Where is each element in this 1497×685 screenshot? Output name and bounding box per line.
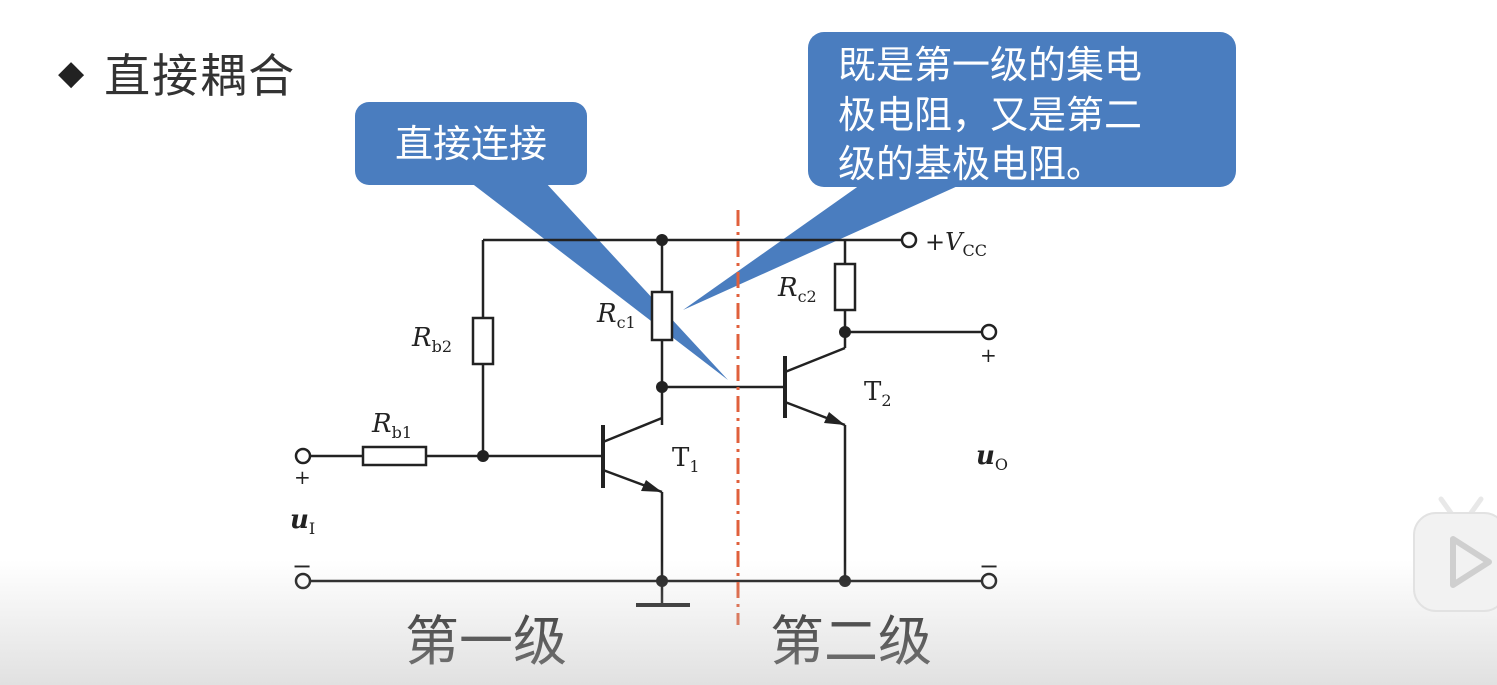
resistor-rb1 — [361, 445, 428, 467]
label-vcc: +VCC — [925, 228, 987, 260]
label-rc2: Rc2 — [777, 273, 817, 306]
slide-title-text: 直接耦合 — [104, 49, 297, 103]
label-rb1: Rb1 — [371, 409, 412, 442]
terminal-input-plus — [294, 447, 312, 465]
play-icon — [1413, 496, 1497, 612]
label-input-minus: − — [292, 552, 312, 580]
t1-emitter-arrow — [641, 480, 662, 492]
stage-label-first: 第一级 — [405, 610, 567, 673]
t2-emitter-arrow — [824, 412, 845, 425]
diamond-bullet-icon: ◆ — [58, 53, 87, 93]
label-output-plus: + — [980, 343, 997, 367]
slide-title: ◆ 直接耦合 — [58, 40, 296, 106]
callout-right-line-3: 级的基极电阻。 — [838, 142, 1104, 186]
label-uo: uO — [976, 441, 1008, 474]
resistor-rb2 — [471, 316, 495, 366]
resistor-rc2 — [833, 262, 857, 312]
terminal-output-plus — [980, 323, 998, 341]
label-rc1: Rc1 — [596, 299, 636, 332]
callout-right-line-2: 极电阻，又是第二 — [838, 93, 1142, 137]
label-t1: T1 — [672, 443, 700, 476]
terminal-vcc — [900, 231, 918, 249]
resistor-rc1 — [650, 290, 674, 342]
label-ui: uI — [290, 505, 315, 538]
stage-label-second: 第二级 — [770, 610, 932, 673]
callout-dual-role: 既是第一级的集电 极电阻，又是第二 级的基极电阻。 — [683, 32, 1236, 310]
play-button[interactable] — [1411, 493, 1497, 613]
terminals — [294, 231, 998, 590]
callout-right-line-1: 既是第一级的集电 — [838, 43, 1142, 87]
label-output-minus: − — [979, 552, 999, 580]
callout-left-text: 直接连接 — [395, 122, 547, 166]
label-input-plus: + — [294, 465, 311, 489]
label-rb2: Rb2 — [411, 323, 452, 356]
label-t2: T2 — [864, 377, 892, 410]
